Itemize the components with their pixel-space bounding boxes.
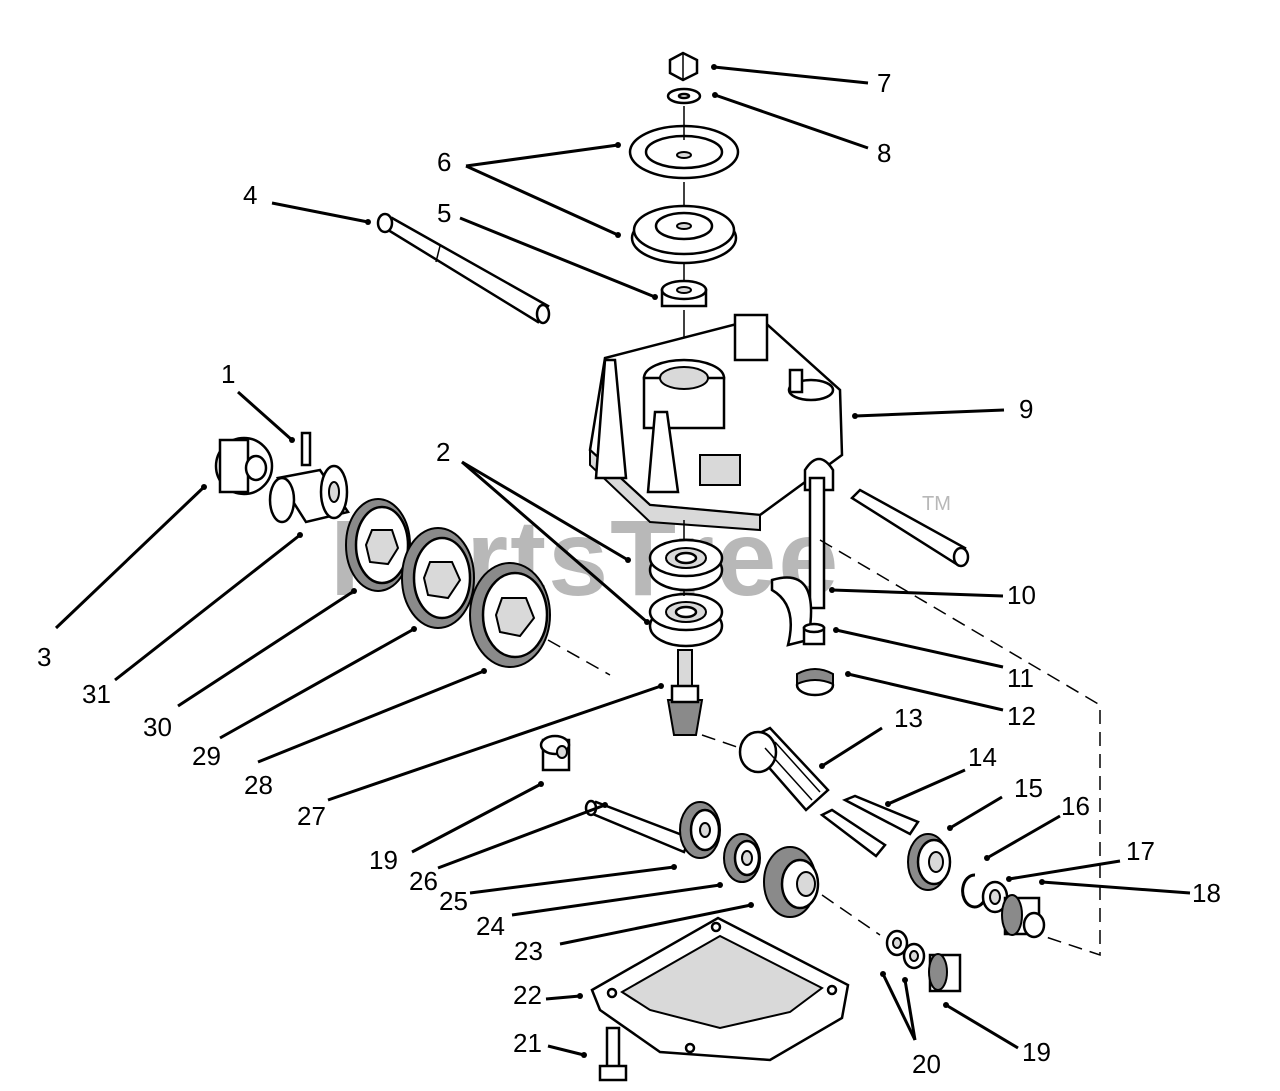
callout-10: 10: [1007, 580, 1036, 610]
callout-21: 21: [513, 1028, 542, 1058]
part-cover-plate: [590, 916, 850, 1062]
callout-2: 2: [436, 437, 450, 467]
part-thrust-bearing: [907, 833, 952, 891]
callout-18: 18: [1192, 878, 1221, 908]
callout-26: 26: [409, 866, 438, 896]
part-gear-28: [469, 562, 551, 668]
part-splined-hub: [268, 464, 351, 524]
part-gear-23: [763, 846, 820, 918]
callout-30: 30: [143, 712, 172, 742]
callout-3: 3: [37, 642, 51, 672]
part-bolt: [598, 1026, 628, 1082]
callout-19-lower: 19: [1022, 1037, 1051, 1067]
part-collar: [795, 668, 835, 697]
leader-lines: [54, 64, 1191, 1058]
callout-25: 25: [439, 886, 468, 916]
callout-15: 15: [1014, 773, 1043, 803]
callout-31: 31: [82, 679, 111, 709]
part-washers-20: [885, 929, 926, 970]
part-gear-24: [723, 833, 761, 883]
part-bushing-19-lower: [928, 953, 962, 993]
part-shift-keys: [819, 794, 920, 858]
callout-12: 12: [1007, 701, 1036, 731]
part-cluster-shaft: [701, 726, 830, 812]
callout-19-upper: 19: [369, 845, 398, 875]
part-nut: [668, 51, 699, 82]
part-bushing: [660, 279, 708, 308]
part-gear-25: [679, 801, 721, 859]
callout-28: 28: [244, 770, 273, 800]
part-pinion-shaft: [666, 649, 704, 736]
part-idler-shaft: [584, 799, 692, 854]
part-flange-bushing: [1001, 894, 1046, 939]
callout-14: 14: [968, 742, 997, 772]
part-axle-shaft: [376, 212, 551, 325]
part-spacer: [802, 622, 826, 646]
callout-9: 9: [1019, 394, 1033, 424]
callout-7: 7: [877, 68, 891, 98]
callout-11: 11: [1007, 663, 1034, 693]
callout-16: 16: [1061, 791, 1090, 821]
callout-29: 29: [192, 741, 221, 771]
part-gear-30: [345, 498, 411, 592]
callout-27: 27: [297, 801, 326, 831]
callout-5: 5: [437, 198, 451, 228]
part-snap-ring: [961, 873, 987, 909]
callout-labels: 1 2 3 4 5 6 7 8 9 10 11 12 13 14 15 16 1…: [37, 68, 1221, 1079]
part-gear-29: [401, 527, 475, 629]
part-bearing-lower: [648, 592, 724, 648]
part-shaft-stub: [850, 488, 970, 568]
callout-24: 24: [476, 911, 505, 941]
callout-13: 13: [894, 703, 923, 733]
callout-22: 22: [513, 980, 542, 1010]
callout-17: 17: [1126, 836, 1155, 866]
part-washer: [666, 87, 702, 105]
callout-20: 20: [912, 1049, 941, 1079]
part-shift-fork: [770, 476, 826, 647]
callout-8: 8: [877, 138, 891, 168]
watermark-trademark: TM: [922, 493, 951, 515]
part-bushing-19: [539, 734, 571, 772]
callout-6: 6: [437, 147, 451, 177]
part-pulley-lower: [630, 204, 738, 265]
callout-1: 1: [221, 359, 235, 389]
part-hub: [214, 436, 274, 496]
callout-23: 23: [514, 936, 543, 966]
callout-4: 4: [243, 180, 257, 210]
part-bearing-upper: [648, 538, 724, 592]
part-transmission-case: [588, 313, 844, 532]
part-key: [300, 431, 312, 467]
